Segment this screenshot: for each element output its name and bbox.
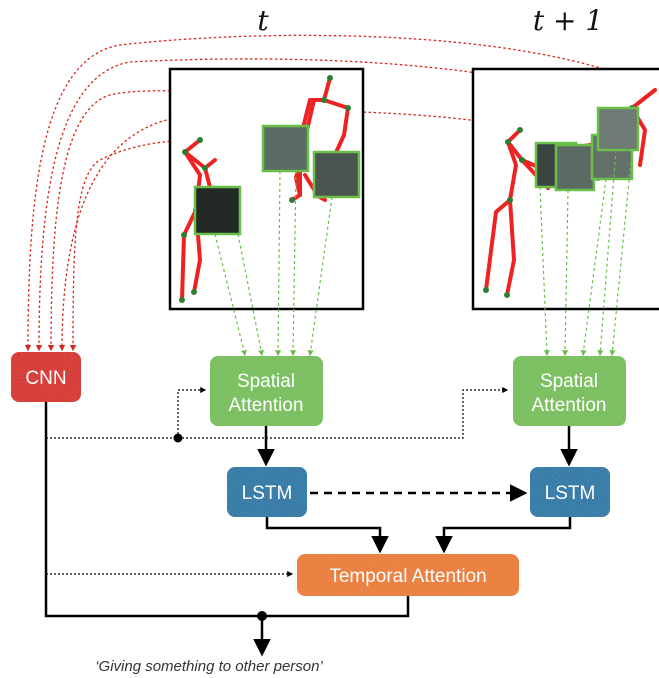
lstm-t-plus-1: LSTM xyxy=(530,467,610,517)
lstm-t-label: LSTM xyxy=(242,483,293,504)
spatial-attention-t-line2: Attention xyxy=(229,395,304,416)
cnn-label: CNN xyxy=(25,368,66,389)
patch-to-attention-arrows-t xyxy=(214,170,333,357)
cnn-feature-connections xyxy=(46,387,509,577)
time-label-t-plus-1: t + 1 xyxy=(533,4,603,37)
lstm-t: LSTM xyxy=(227,467,307,517)
video-frame-t xyxy=(168,67,365,311)
temporal-attention-block: Temporal Attention xyxy=(297,554,519,596)
spatial-attention-t: Spatial Attention xyxy=(210,356,323,426)
junction-dot-output xyxy=(257,611,267,621)
attention-patches-t-plus-1 xyxy=(534,106,640,192)
solid-connections xyxy=(44,402,578,657)
patch-to-attention-arrows-t-plus-1 xyxy=(539,149,633,357)
temporal-attention-label: Temporal Attention xyxy=(329,566,486,587)
lstm-t-plus-1-label: LSTM xyxy=(545,483,596,504)
spatial-attention-t-plus-1: Spatial Attention xyxy=(513,356,626,426)
spatial-attention-t-plus-1-line1: Spatial xyxy=(540,371,598,392)
junction-dot-cnn-features xyxy=(173,433,183,443)
video-frame-t-plus-1 xyxy=(471,67,659,311)
output-caption: ‘Giving something to other person’ xyxy=(95,658,323,675)
time-label-t: t xyxy=(257,4,269,37)
attention-patches-t xyxy=(193,124,361,236)
spatial-attention-t-plus-1-line2: Attention xyxy=(532,395,607,416)
cnn-block: CNN xyxy=(11,352,81,402)
spatial-attention-t-line1: Spatial xyxy=(237,371,295,392)
